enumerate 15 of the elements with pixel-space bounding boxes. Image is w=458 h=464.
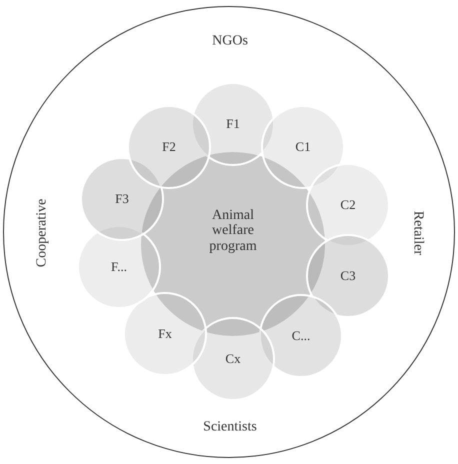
member-label: C3 bbox=[340, 268, 356, 284]
group-label: Scientists bbox=[203, 419, 257, 435]
member-label: C... bbox=[292, 328, 310, 344]
member-label: C1 bbox=[295, 140, 311, 154]
member-label: F1 bbox=[226, 116, 240, 132]
group-label: Cooperative bbox=[34, 198, 50, 268]
group-label: Retailer bbox=[410, 210, 426, 256]
member-label: Cx bbox=[225, 352, 241, 366]
member-label: F... bbox=[111, 260, 127, 274]
member-label: F2 bbox=[162, 140, 176, 154]
group-label: NGOs bbox=[212, 33, 248, 49]
center-label: Animal welfare program bbox=[208, 208, 258, 254]
member-label: F3 bbox=[115, 192, 129, 206]
member-label: C2 bbox=[340, 198, 356, 212]
member-label: Fx bbox=[158, 326, 172, 342]
